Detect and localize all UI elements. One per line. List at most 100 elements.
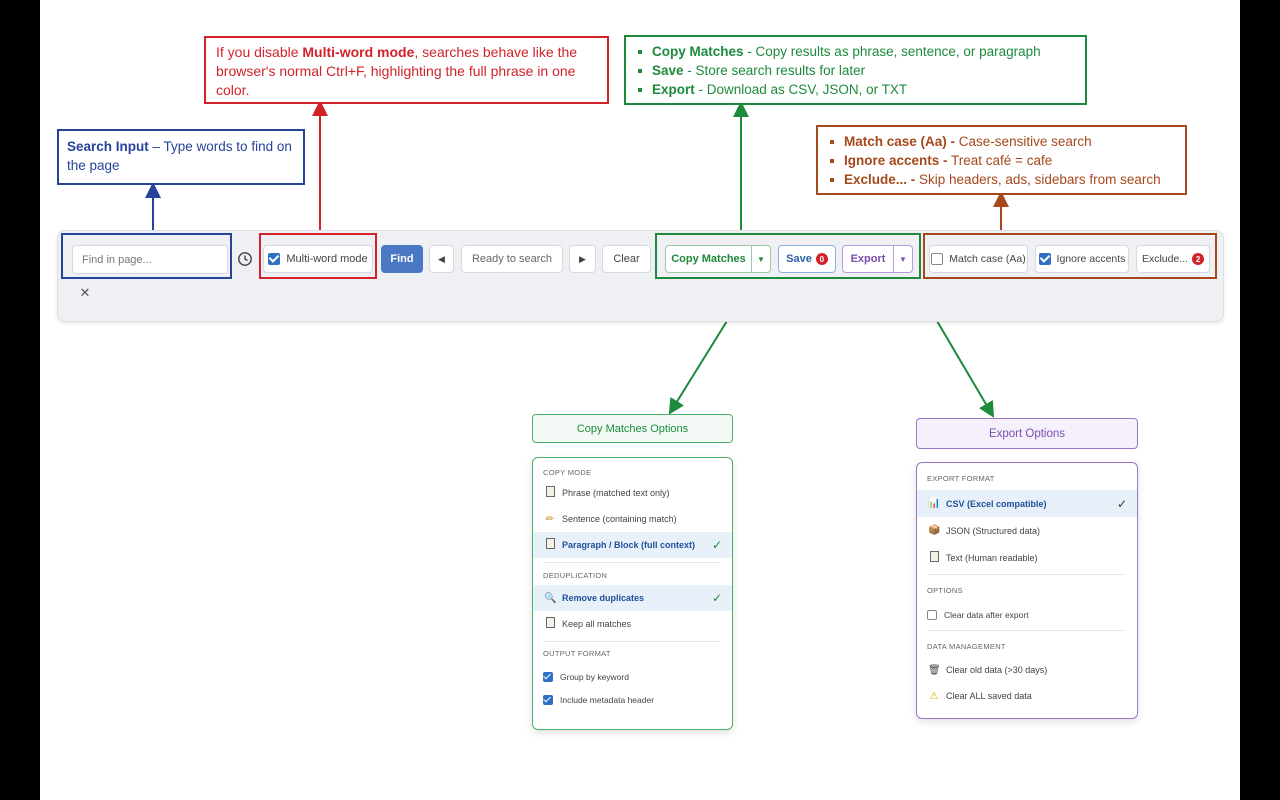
multiword-label: Multi-word mode: [286, 253, 368, 265]
checkbox[interactable]: [927, 609, 937, 620]
export-label: Export: [850, 253, 886, 265]
search-input[interactable]: [72, 245, 228, 274]
section-copy-mode: COPY MODE: [543, 467, 592, 477]
check-icon: ✓: [711, 538, 722, 552]
find-toolbar: [57, 230, 1224, 322]
item-label: Text (Human readable): [946, 552, 1038, 563]
document-icon: [544, 617, 556, 631]
item-label: Include metadata header: [560, 694, 655, 705]
copy-matches-button[interactable]: Copy Matches: [665, 245, 752, 273]
search-input-callout: Search Input – Type words to find on the…: [57, 129, 305, 185]
find-label: Find: [390, 253, 414, 265]
callout-text-pre: If you disable: [216, 44, 303, 60]
section-output: OUTPUT FORMAT: [543, 648, 611, 658]
dedup-keep-all[interactable]: Keep all matches: [533, 611, 732, 637]
export-options-panel: EXPORT FORMAT 📊 CSV (Excel compatible) ✓…: [916, 462, 1138, 719]
close-icon[interactable]: ✕: [79, 285, 91, 300]
save-button[interactable]: Save 0: [778, 245, 836, 273]
ignore-accents-checkbox[interactable]: [1038, 253, 1051, 265]
clock-icon[interactable]: [237, 251, 253, 267]
ignore-accents-toggle[interactable]: Ignore accents: [1035, 245, 1129, 273]
status-text: Ready to search: [461, 245, 563, 273]
match-case-label: Match case (Aa): [949, 253, 1026, 265]
multiword-toggle[interactable]: Multi-word mode: [263, 245, 373, 273]
multiword-callout: If you disable Multi-word mode, searches…: [204, 36, 609, 104]
clear-old-data[interactable]: 🗑 Clear old data (>30 days): [917, 657, 1137, 683]
status-label: Ready to search: [471, 253, 553, 265]
copy-panel-title: Copy Matches Options: [532, 414, 733, 443]
copy-matches-label: Copy Matches: [671, 253, 746, 265]
item-label: Clear data after export: [944, 609, 1029, 620]
pencil-icon: ✏: [545, 513, 555, 525]
save-label: Save: [786, 253, 812, 265]
magnifier-icon: 🔍: [544, 592, 557, 604]
copy-mode-phrase[interactable]: Phrase (matched text only): [533, 480, 732, 506]
annotated-screenshot: Search Input – Type words to find on the…: [40, 0, 1240, 800]
checkbox[interactable]: [543, 671, 553, 682]
trash-icon: 🗑: [928, 664, 941, 676]
exclude-button[interactable]: Exclude... 2: [1136, 245, 1210, 273]
document-icon: [544, 538, 556, 552]
prev-icon: ◀: [438, 253, 445, 264]
callout-text-post: , searches behave like the browser's nor…: [216, 44, 578, 98]
item-label: Paragraph / Block (full context): [562, 540, 696, 550]
section-data-management: DATA MANAGEMENT: [927, 641, 1006, 651]
copy-mode-paragraph[interactable]: Paragraph / Block (full context) ✓: [533, 532, 732, 558]
clear-label: Clear: [613, 253, 640, 265]
section-dedup: DEDUPLICATION: [543, 570, 608, 580]
item-label: Keep all matches: [562, 619, 632, 629]
ignore-accents-label: Ignore accents: [1056, 253, 1126, 265]
callout-item: Save - Store search results for later: [636, 61, 1075, 80]
chevron-down-icon: ▼: [899, 254, 907, 264]
export-panel-title: Export Options: [916, 418, 1138, 449]
format-json[interactable]: 📦 JSON (Structured data): [917, 517, 1137, 544]
item-label: Sentence (containing match): [562, 514, 677, 524]
item-label: Group by keyword: [560, 671, 629, 682]
match-case-checkbox[interactable]: [931, 253, 944, 265]
clear-all-data[interactable]: ⚠ Clear ALL saved data: [917, 683, 1137, 709]
output-group-by-keyword[interactable]: Group by keyword: [533, 665, 732, 688]
options-callout: Match case (Aa) - Case-sensitive search …: [816, 125, 1187, 195]
actions-callout: Copy Matches - Copy results as phrase, s…: [624, 35, 1087, 105]
multiword-checkbox[interactable]: [268, 253, 281, 265]
format-csv[interactable]: 📊 CSV (Excel compatible) ✓: [917, 490, 1137, 517]
export-button[interactable]: Export: [842, 245, 894, 273]
section-export-format: EXPORT FORMAT: [927, 473, 995, 483]
package-icon: 📦: [928, 525, 941, 536]
callout-item: Ignore accents - Treat café = cafe: [828, 151, 1175, 170]
chart-icon: 📊: [928, 498, 941, 509]
next-button[interactable]: ▶: [569, 245, 596, 273]
document-icon: [544, 486, 556, 500]
item-label: Remove duplicates: [562, 593, 645, 603]
copy-mode-sentence[interactable]: ✏ Sentence (containing match): [533, 506, 732, 532]
callout-item: Exclude... - Skip headers, ads, sidebars…: [828, 170, 1175, 189]
item-label: JSON (Structured data): [946, 525, 1041, 536]
warning-icon: ⚠: [929, 690, 939, 702]
callout-title: Search Input: [67, 139, 149, 154]
clear-button[interactable]: Clear: [602, 245, 651, 273]
dedup-remove[interactable]: 🔍 Remove duplicates ✓: [533, 585, 732, 611]
format-text[interactable]: Text (Human readable): [917, 544, 1137, 571]
copy-matches-panel: COPY MODE Phrase (matched text only) ✏ S…: [532, 457, 733, 730]
callout-item: Match case (Aa) - Case-sensitive search: [828, 132, 1175, 151]
copy-matches-dropdown[interactable]: ▼: [751, 245, 771, 273]
exclude-count-badge: 2: [1192, 253, 1205, 265]
item-label: Clear old data (>30 days): [946, 665, 1048, 675]
export-dropdown[interactable]: ▼: [893, 245, 913, 273]
callout-text: – Type words to find on the page: [67, 139, 292, 173]
match-case-toggle[interactable]: Match case (Aa): [929, 245, 1028, 273]
checkbox[interactable]: [543, 694, 553, 705]
item-label: CSV (Excel compatible): [946, 498, 1047, 509]
check-icon: ✓: [1116, 496, 1127, 511]
exclude-label: Exclude...: [1141, 253, 1189, 265]
prev-button[interactable]: ◀: [429, 245, 454, 273]
output-metadata-header[interactable]: Include metadata header: [533, 688, 732, 711]
clear-after-export[interactable]: Clear data after export: [917, 603, 1137, 626]
check-icon: ✓: [711, 591, 722, 605]
callout-item: Copy Matches - Copy results as phrase, s…: [636, 42, 1075, 61]
item-label: Clear ALL saved data: [946, 691, 1032, 701]
find-button[interactable]: Find: [381, 245, 423, 273]
callout-bold: Multi-word mode: [302, 44, 415, 60]
section-options: OPTIONS: [927, 585, 963, 595]
item-label: Phrase (matched text only): [562, 488, 670, 498]
